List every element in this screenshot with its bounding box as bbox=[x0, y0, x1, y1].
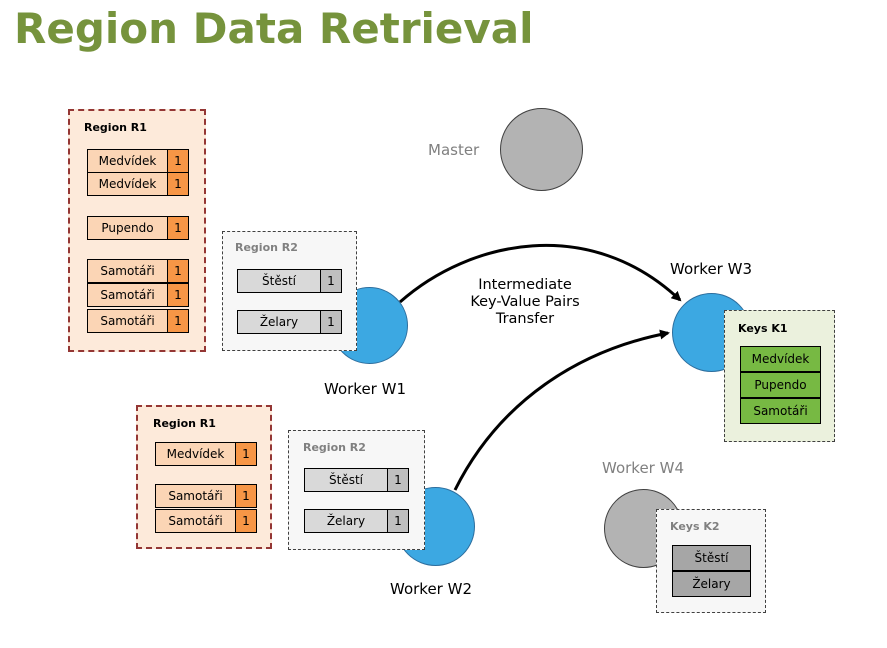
kv-pair: Samotáři 1 bbox=[87, 283, 189, 307]
page-title: Region Data Retrieval bbox=[14, 4, 534, 53]
region-title: Region R2 bbox=[235, 241, 298, 254]
kv-key: Medvídek bbox=[156, 443, 235, 465]
kv-value: 1 bbox=[167, 217, 188, 239]
kv-key: Samotáři bbox=[156, 485, 235, 507]
kv-pair: Medvídek 1 bbox=[87, 149, 189, 173]
key-cell: Samotáři bbox=[740, 398, 821, 424]
kv-pair: Štěstí 1 bbox=[237, 269, 342, 293]
arrow-w2-to-w3 bbox=[453, 329, 670, 491]
kv-value: 1 bbox=[167, 150, 188, 172]
key-cell: Medvídek bbox=[740, 346, 821, 372]
kv-pair: Medvídek 1 bbox=[87, 172, 189, 196]
worker-w1-label: Worker W1 bbox=[324, 380, 406, 398]
region-title: Region R2 bbox=[303, 441, 366, 454]
kv-pair: Samotáři 1 bbox=[155, 484, 257, 508]
region-title: Region R1 bbox=[84, 121, 147, 134]
kv-value: 1 bbox=[235, 510, 256, 532]
kv-value: 1 bbox=[167, 310, 188, 332]
w1-region-r1: Region R1 Medvídek 1 Medvídek 1 Pupendo … bbox=[68, 109, 206, 352]
w2-region-r1: Region R1 Medvídek 1 Samotáři 1 Samotáři… bbox=[136, 405, 272, 549]
kv-key: Želary bbox=[305, 510, 387, 532]
kv-key: Medvídek bbox=[88, 173, 167, 195]
keys-k2: Keys K2 Štěstí Želary bbox=[656, 509, 766, 613]
kv-value: 1 bbox=[167, 284, 188, 306]
w1-region-r2: Region R2 Štěstí 1 Želary 1 bbox=[222, 231, 357, 351]
kv-key: Želary bbox=[238, 311, 320, 333]
kv-pair: Medvídek 1 bbox=[155, 442, 257, 466]
kv-value: 1 bbox=[235, 443, 256, 465]
kv-pair: Pupendo 1 bbox=[87, 216, 189, 240]
region-title: Keys K1 bbox=[738, 322, 788, 335]
kv-key: Samotáři bbox=[156, 510, 235, 532]
kv-value: 1 bbox=[387, 469, 408, 491]
kv-key: Samotáři bbox=[88, 284, 167, 306]
kv-pair: Želary 1 bbox=[237, 310, 342, 334]
kv-key: Samotáři bbox=[88, 310, 167, 332]
key-cell: Želary bbox=[672, 571, 751, 597]
key-cell: Štěstí bbox=[672, 545, 751, 571]
kv-value: 1 bbox=[235, 485, 256, 507]
master-node bbox=[500, 108, 583, 191]
kv-value: 1 bbox=[320, 270, 341, 292]
arrow-w1-to-w3 bbox=[399, 243, 682, 304]
kv-key: Štěstí bbox=[238, 270, 320, 292]
kv-key: Štěstí bbox=[305, 469, 387, 491]
kv-value: 1 bbox=[387, 510, 408, 532]
worker-w3-label: Worker W3 bbox=[670, 260, 752, 278]
transfer-label-line-2: Key-Value Pairs bbox=[470, 294, 580, 310]
transfer-label: Intermediate Key-Value Pairs Transfer bbox=[455, 277, 595, 328]
keys-k1: Keys K1 Medvídek Pupendo Samotáři bbox=[724, 310, 835, 442]
region-title: Region R1 bbox=[153, 417, 216, 430]
master-label: Master bbox=[428, 141, 480, 159]
kv-value: 1 bbox=[167, 173, 188, 195]
transfer-label-line-3: Transfer bbox=[495, 311, 555, 327]
kv-pair: Štěstí 1 bbox=[304, 468, 409, 492]
kv-pair: Samotáři 1 bbox=[155, 509, 257, 533]
worker-w2-label: Worker W2 bbox=[390, 580, 472, 598]
kv-value: 1 bbox=[167, 260, 188, 282]
region-title: Keys K2 bbox=[670, 520, 720, 533]
w2-region-r2: Region R2 Štěstí 1 Želary 1 bbox=[288, 430, 425, 550]
key-cell: Pupendo bbox=[740, 372, 821, 398]
kv-key: Pupendo bbox=[88, 217, 167, 239]
transfer-label-line-1: Intermediate bbox=[478, 277, 572, 293]
kv-value: 1 bbox=[320, 311, 341, 333]
kv-key: Medvídek bbox=[88, 150, 167, 172]
kv-pair: Samotáři 1 bbox=[87, 309, 189, 333]
kv-key: Samotáři bbox=[88, 260, 167, 282]
kv-pair: Samotáři 1 bbox=[87, 259, 189, 283]
worker-w4-label: Worker W4 bbox=[602, 459, 684, 477]
kv-pair: Želary 1 bbox=[304, 509, 409, 533]
